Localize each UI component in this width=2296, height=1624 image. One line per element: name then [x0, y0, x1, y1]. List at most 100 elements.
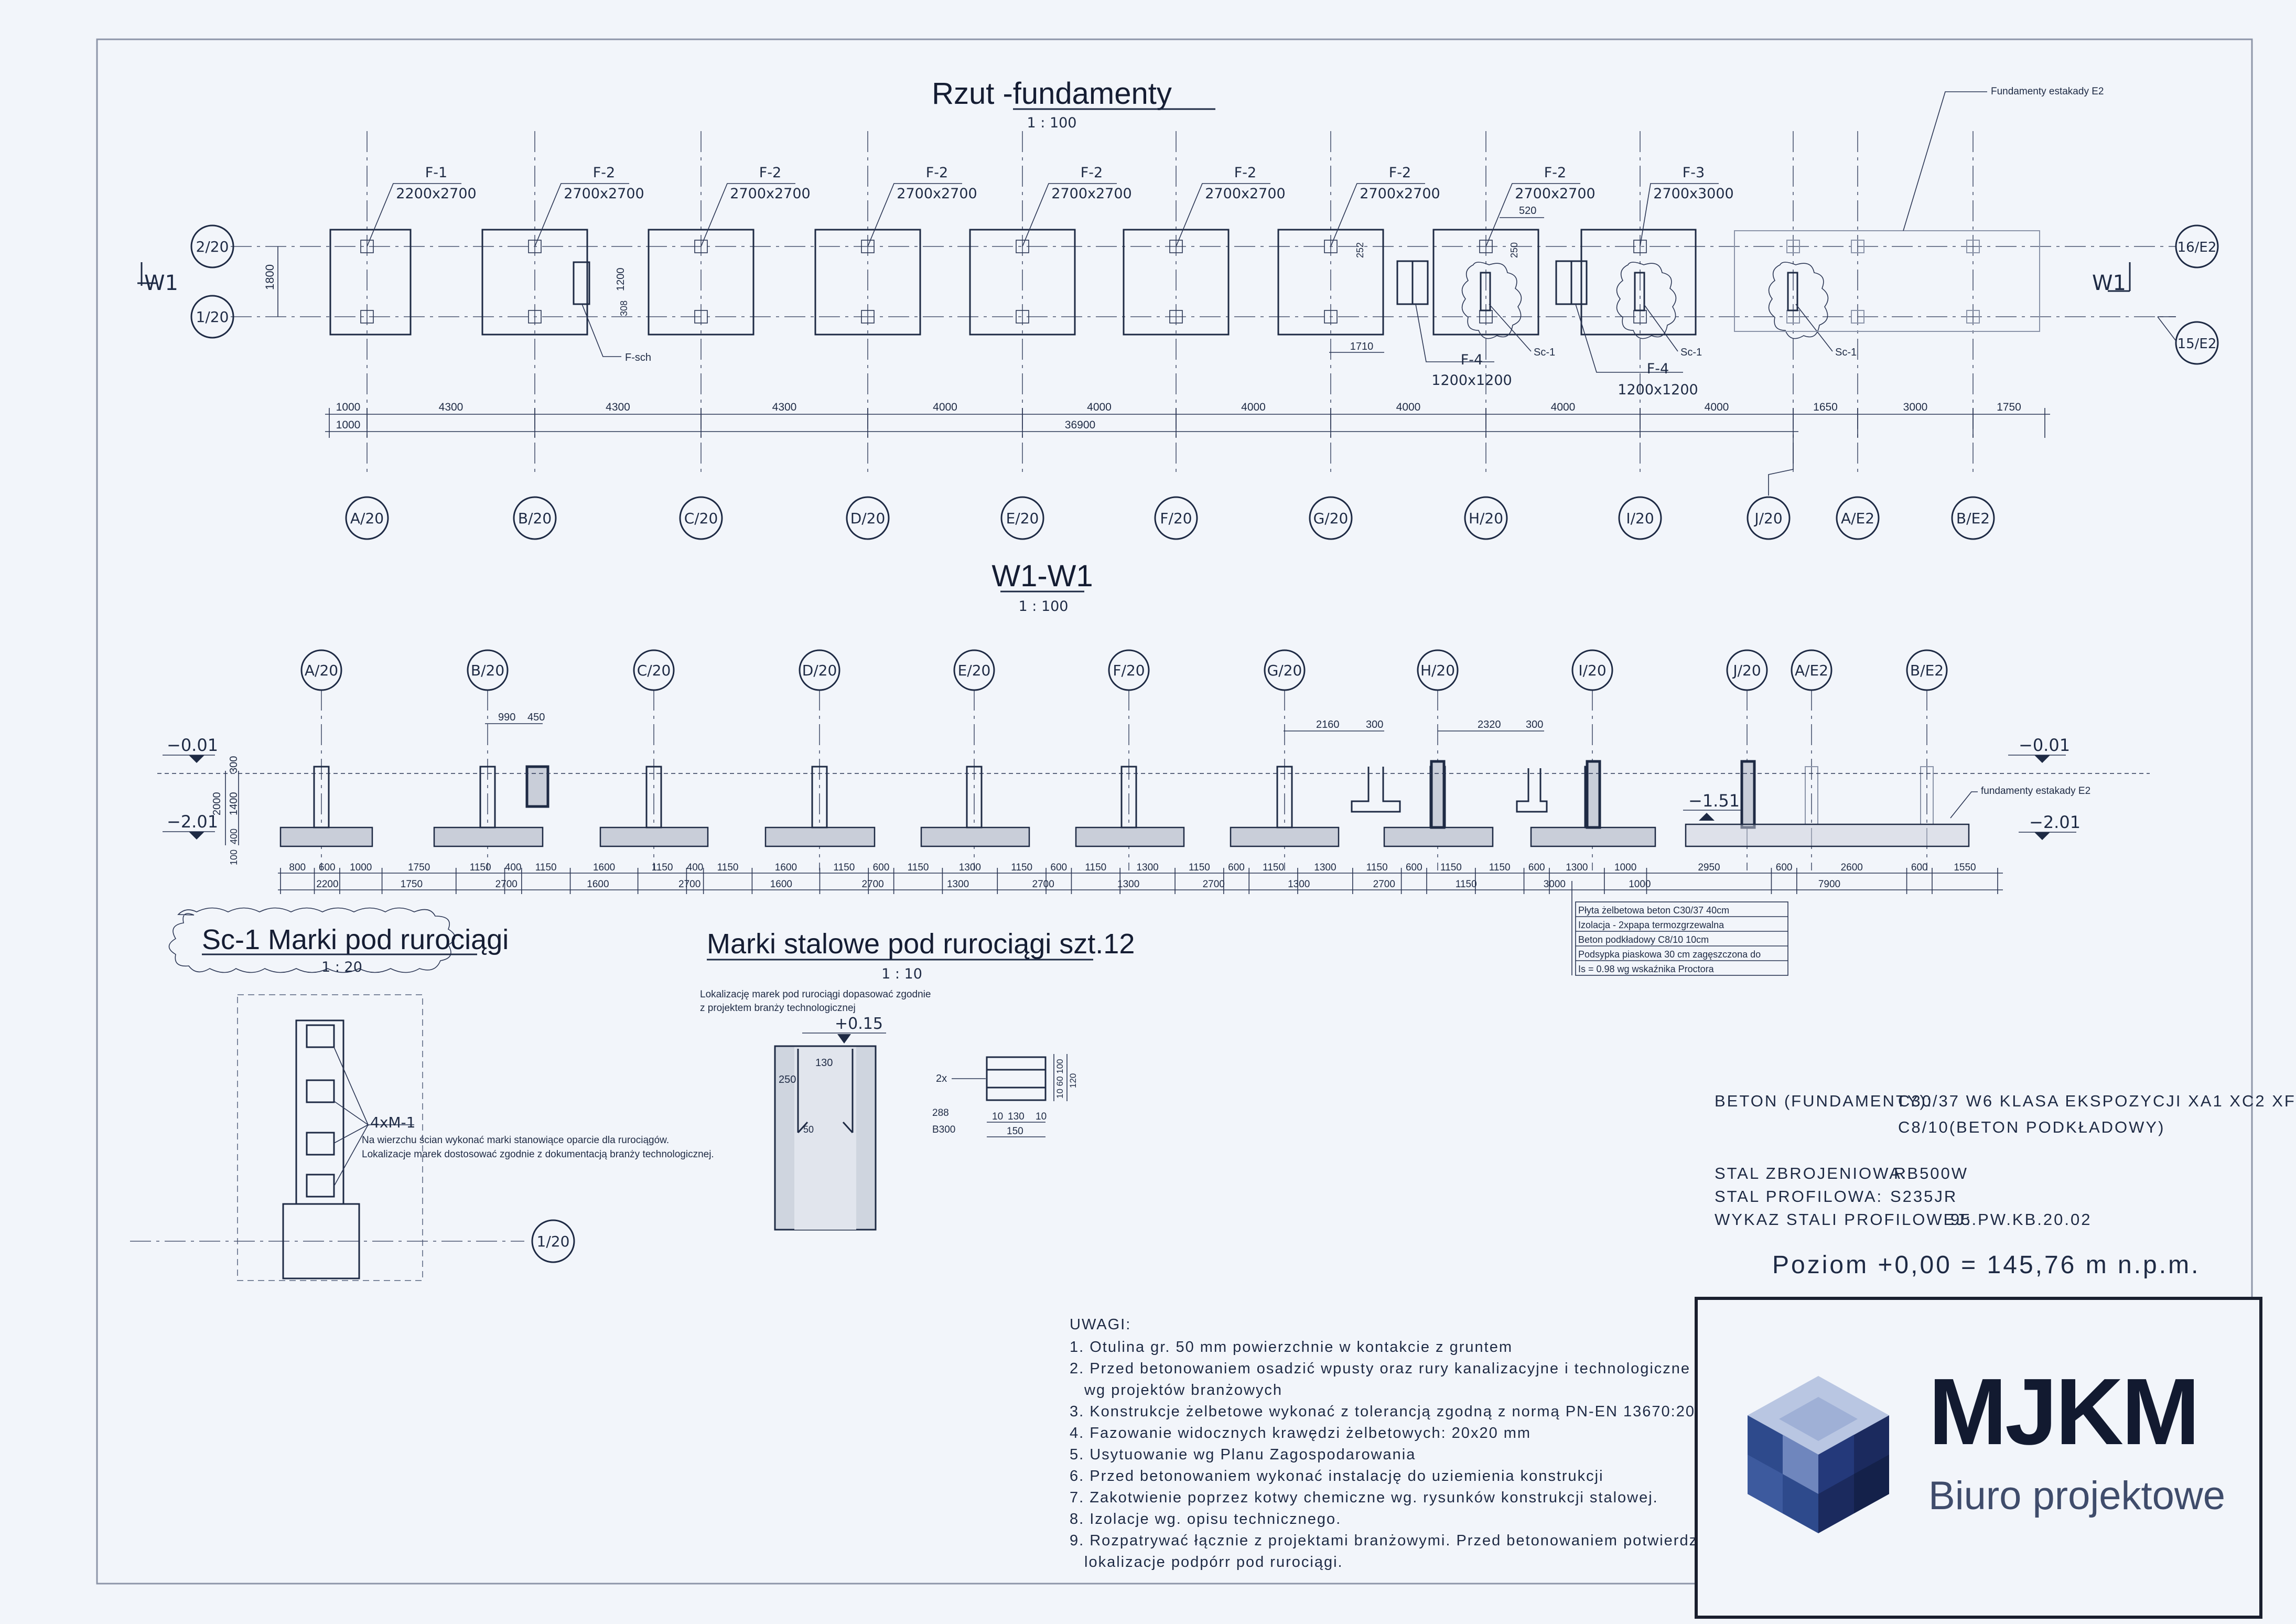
vdim-2000: 2000: [211, 792, 223, 816]
section-dim-total: 2200: [316, 879, 338, 890]
note-line: 2. Przed betonowaniem osadzić wpusty ora…: [1070, 1360, 1690, 1377]
marki-scale: 1 : 10: [881, 966, 922, 982]
sc1-note-1: Na wierzchu ścian wykonać marki stanowią…: [362, 1135, 669, 1146]
section-axis-bubble: B/E2: [1910, 662, 1944, 679]
sc1-bubble: 1/20: [537, 1233, 570, 1250]
section-dim: 600: [1406, 862, 1422, 873]
note-line: 5. Usytuowanie wg Planu Zagospodarowania: [1070, 1446, 1416, 1463]
pdim-450: 450: [527, 712, 545, 723]
section-dim: 1300: [1566, 862, 1588, 873]
estakada-note-plan: Fundamenty estakady E2: [1991, 86, 2104, 97]
section-axis-bubble: A/E2: [1795, 662, 1828, 679]
plan-dim: 4000: [1396, 401, 1421, 413]
footing-tag: F-2: [759, 165, 781, 181]
note-line: 7. Zakotwienie poprzez kotwy chemiczne w…: [1070, 1489, 1658, 1506]
section-title: W1-W1: [991, 559, 1093, 593]
section-dim: 1300: [959, 862, 981, 873]
section-dim: 1150: [1011, 862, 1032, 873]
stal-prof-label: STAL PROFILOWA:: [1715, 1187, 1883, 1206]
wykaz-value: 95.PW.KB.20.02: [1950, 1210, 2092, 1229]
footing-tag: F-2: [1544, 165, 1566, 181]
footing-tag: F-2: [1389, 165, 1411, 181]
section-dim: 600: [1228, 862, 1245, 873]
note-line: 9. Rozpatrywać łącznie z projektami bran…: [1070, 1532, 1711, 1549]
marki-d50: 50: [803, 1124, 814, 1135]
level-right-top: −0.01: [2019, 735, 2070, 755]
section-dim: 1150: [1085, 862, 1106, 873]
marki-title: Marki stalowe pod rurociągi szt.12: [707, 928, 1135, 960]
layer-4: Podsypka piaskowa 30 cm zagęszczona do: [1578, 949, 1761, 960]
footing-size: 2200x2700: [396, 186, 476, 202]
section-dim: 1550: [1954, 862, 1976, 873]
section-dim: 600: [1911, 862, 1928, 873]
sc1-label-3: Sc-1: [1835, 347, 1857, 358]
logo-cube-icon: [1748, 1376, 1889, 1533]
section-axis-bubble: D/20: [802, 662, 837, 679]
section-axis-bubble: E/20: [958, 662, 991, 679]
plan-axis-bubble: D/20: [850, 510, 886, 527]
plan-scale: 1 : 100: [1027, 115, 1077, 131]
section-axis-bubble: F/20: [1113, 662, 1145, 679]
plan-dim: 4000: [1551, 401, 1576, 413]
marki-d150: 150: [1007, 1126, 1023, 1137]
sc1-label-2: Sc-1: [1680, 347, 1702, 358]
vdim-300: 300: [228, 756, 240, 773]
note-line: 8. Izolacje wg. opisu technicznego.: [1070, 1511, 1341, 1528]
pdim-300a: 300: [1366, 719, 1383, 730]
note-line: 3. Konstrukcje żelbetowe wykonać z toler…: [1070, 1403, 1713, 1420]
plan-dim: 4000: [933, 401, 957, 413]
plan-axis-bubble: A/20: [350, 510, 384, 527]
plan-axis-bubble: G/20: [1313, 510, 1349, 527]
plan-dim: 4300: [439, 401, 463, 413]
plan-title: Rzut -fundamenty: [932, 77, 1172, 111]
plan-dim: 1750: [1997, 401, 2021, 413]
vdim-100: 100: [229, 849, 239, 865]
pdim-300b: 300: [1526, 719, 1543, 730]
level-mid: −1.51: [1688, 791, 1740, 811]
dim-1800: 1800: [263, 264, 276, 290]
footing-tag: F-1: [425, 165, 447, 181]
section-dim: 800: [289, 862, 306, 873]
layer-2: Izolacja - 2xpapa termozgrzewalna: [1578, 920, 1724, 930]
section-dim-total: 2700: [495, 879, 518, 890]
plan-axis-bubble: C/20: [684, 510, 718, 527]
plan-axis-bubble: F/20: [1160, 510, 1192, 527]
section-dim: 1600: [593, 862, 615, 873]
section-dim: 1150: [833, 862, 855, 873]
note-line: 4. Fazowanie widocznych krawędzi żelbeto…: [1070, 1425, 1531, 1442]
note-line: wg projektów branżowych: [1084, 1382, 1282, 1399]
marki-mat2: B300: [932, 1124, 955, 1135]
section-dim: 1150: [1263, 862, 1284, 873]
footing-tag: F-2: [1081, 165, 1103, 181]
section-dim-total: 1300: [947, 879, 969, 890]
vdim-400: 400: [229, 829, 239, 844]
section-scale: 1 : 100: [1019, 598, 1069, 615]
marki-note-2: z projektem branży technologicznej: [700, 1003, 856, 1014]
section-dim: 2600: [1841, 862, 1863, 873]
marki-level: +0.15: [835, 1015, 883, 1033]
section-dim-total: 2700: [1032, 879, 1054, 890]
f4-size-2: 1200x1200: [1618, 382, 1698, 398]
section-axis-bubble: C/20: [637, 662, 671, 679]
marki-d130: 130: [815, 1057, 833, 1069]
row-bubble-2-20: 2/20: [196, 238, 229, 255]
section-dim: 1300: [1136, 862, 1158, 873]
layer-1: Płyta żelbetowa beton C30/37 40cm: [1578, 905, 1729, 916]
section-dim: 1000: [350, 862, 372, 873]
notes-title: UWAGI:: [1070, 1316, 1131, 1333]
section-dim: 1750: [408, 862, 430, 873]
beton-value: C30/37 W6 KLASA EKSPOZYCJI XA1 XC2 XF1: [1898, 1092, 2296, 1110]
sc1-note-2: Lokalizacje marek dostosować zgodnie z d…: [362, 1149, 714, 1160]
marki-dv: 10 60 100: [1055, 1059, 1065, 1099]
layer-3: Beton podkładowy C8/10 10cm: [1578, 934, 1709, 945]
sc1-scale: 1 : 20: [321, 959, 362, 975]
pdim-2320: 2320: [1478, 719, 1501, 730]
footing-tag: F-2: [926, 165, 948, 181]
sheet-frame: [96, 38, 2253, 1585]
wykaz-label: WYKAZ STALI PROFILOWEJ:: [1715, 1210, 1971, 1229]
section-dim: 600: [873, 862, 890, 873]
beton-value-2: C8/10(BETON PODKŁADOWY): [1898, 1118, 2165, 1136]
marki-d250: 250: [779, 1074, 796, 1085]
poziom-note: Poziom +0,00 = 145,76 m n.p.m.: [1772, 1251, 2200, 1279]
